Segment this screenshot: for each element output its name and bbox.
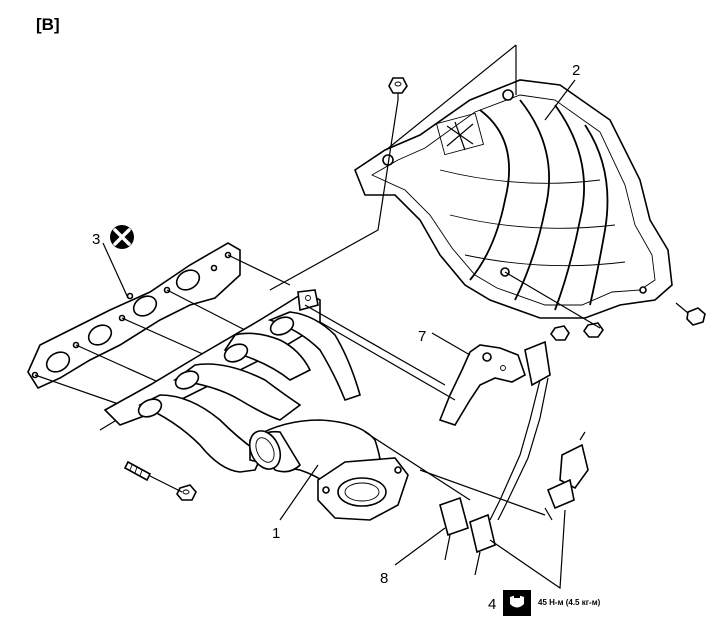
sensor-connector-8 [439,496,469,561]
heat-shield [354,79,673,319]
manifold-nut [176,484,197,501]
torque-wrench-icon [503,590,531,616]
shield-side-bolt [675,302,706,326]
callout-8: 8 [380,570,388,587]
torque-spec: 45 Н-м (4.5 кг-м) [538,598,601,607]
sensor-connector-4 [469,513,496,576]
callout-7: 7 [418,328,426,345]
callout-4: 4 [488,596,496,613]
exhaust-manifold [103,289,409,521]
manifold-stud [123,460,152,482]
oxygen-sensor-lower [544,431,589,521]
support-bracket [438,344,526,426]
callout-1-leader [279,464,319,521]
shield-logo-mark [435,112,485,156]
callout-3: 3 [92,231,100,248]
callout-8-leader [394,527,446,566]
replace-part-icon [110,225,134,249]
callout-1: 1 [272,525,280,542]
manifold-gasket [27,242,241,390]
callout-3-leader [102,242,129,299]
callout-2: 2 [572,62,580,79]
view-label: [B] [36,15,60,34]
callout-7-leader [431,332,471,356]
shield-lower-nut [583,322,604,338]
oxygen-sensor-upper [489,340,551,521]
shield-upper-nut [388,77,408,94]
callout-4-leader [489,509,566,590]
bracket-bolt [550,325,570,341]
callout-2-leader [544,79,576,121]
